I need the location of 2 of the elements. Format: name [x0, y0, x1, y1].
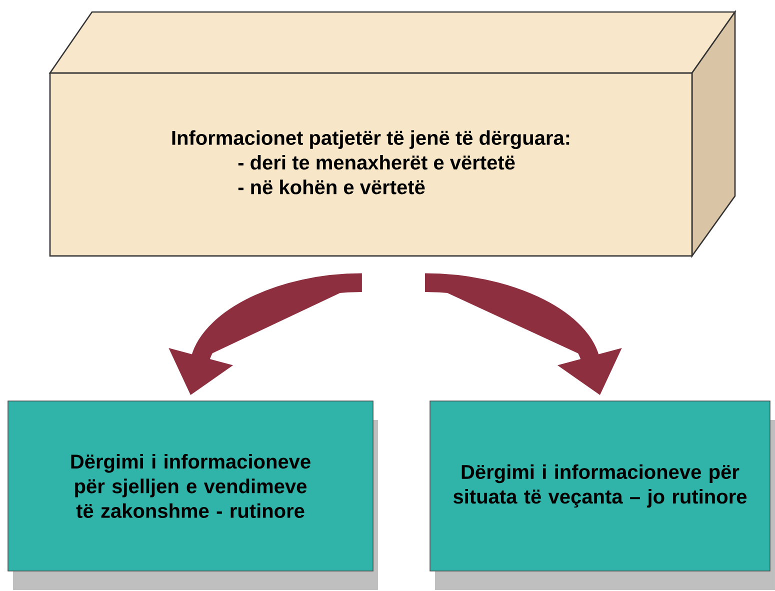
process-box: Dërgimi i informacioneve për situata të veçanta – jo rutinore: [430, 400, 775, 590]
process-box: Dërgimi i informacioneve për sjelljen e vendimeve të zakonshme - rutinore: [8, 400, 378, 590]
